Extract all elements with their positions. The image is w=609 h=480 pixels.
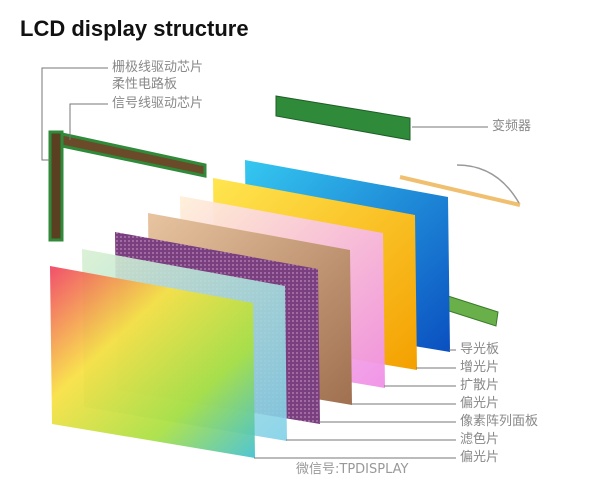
- driver-pcb: [48, 130, 207, 242]
- inverter-pcb: [275, 95, 411, 141]
- label-light-guide: 导光板: [460, 342, 500, 357]
- label-pixel-array: 像素阵列面板: [460, 414, 539, 429]
- watermark: 微信号:TPDISPLAY: [296, 462, 409, 477]
- label-diffuser: 扩散片: [460, 378, 500, 393]
- label-front-polarizer: 偏光片: [460, 450, 500, 465]
- label-inverter: 变频器: [492, 119, 532, 134]
- backlight-lamp: [399, 175, 521, 207]
- leader-lines: [41, 67, 488, 459]
- label-source-driver: 信号线驱动芯片: [112, 96, 204, 111]
- label-color-filter: 滤色片: [460, 432, 500, 447]
- lamp-reflector: [445, 295, 499, 327]
- label-flex-pcb: 柔性电路板: [112, 77, 178, 92]
- label-gate-driver: 栅极线驱动芯片: [112, 60, 204, 75]
- label-brightness-film: 增光片: [460, 360, 500, 375]
- diagram-title: LCD display structure: [20, 16, 249, 41]
- front-polarizer-layer: [50, 266, 255, 458]
- label-rear-polarizer: 偏光片: [460, 396, 500, 411]
- lamp-wire: [456, 164, 520, 204]
